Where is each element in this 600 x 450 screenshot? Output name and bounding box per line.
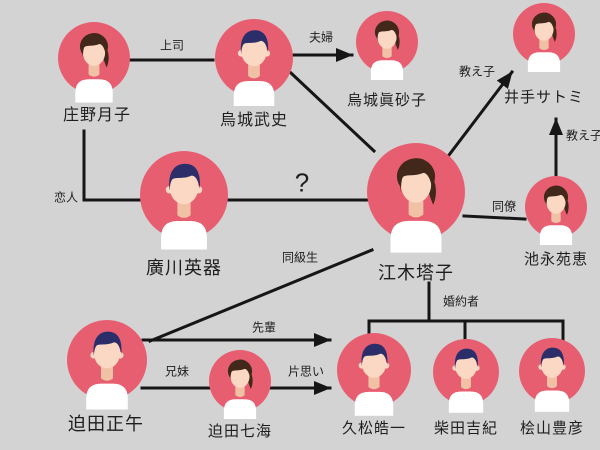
male-avatar-icon [519,338,585,412]
relationship-line-segment [82,129,142,202]
relationship-line-segment [288,70,377,154]
male-avatar-icon [140,151,228,250]
relationship-oshiego-touko [446,69,515,158]
relationship-label-kataomoi: 片思い [287,364,325,379]
relationship-label-konyakusha: 婚約者 [442,294,480,309]
relationship-doukyuusei [148,248,374,343]
female-avatar-icon [367,143,465,253]
person-sakoda-shougo[interactable] [67,320,147,410]
person-shibata-yoshinori[interactable] [433,339,499,413]
relationship-label-koibito: 恋人 [53,190,79,205]
relationship-label-douryou: 同僚 [491,199,517,214]
male-avatar-icon [215,19,293,106]
person-ujou-takeshi[interactable] [215,19,293,106]
person-ujou-masako[interactable] [356,11,418,80]
person-ide-satomi[interactable] [513,3,575,72]
relationship-line-segment [148,248,374,343]
person-name: 井手サトミ [503,89,585,106]
female-avatar-icon [356,11,418,80]
person-egi-touko[interactable] [367,143,465,253]
relationship-label-senpai: 先輩 [251,320,277,335]
person-name: 江木塔子 [378,263,454,283]
relationship-label-fuufu: 夫婦 [308,30,334,45]
male-avatar-icon [337,333,411,416]
relationship-label-oshiego-touko: 教え子 [458,64,496,79]
person-sakoda-nanami[interactable] [209,350,271,419]
relationship-douryou [462,214,527,221]
person-name: 迫田正午 [68,414,144,434]
person-name: 廣川英器 [146,258,222,278]
female-avatar-icon [58,22,130,103]
relationship-takeshi-touko [288,70,377,154]
person-name: 庄野月子 [62,107,132,124]
person-hiyama-toyohiko[interactable] [519,338,585,412]
person-ikenaga-sonoe[interactable] [525,176,587,245]
female-avatar-icon [525,176,587,245]
relationship-line-segment [462,214,527,221]
male-avatar-icon [433,339,499,413]
person-name: 烏城武史 [219,112,289,129]
person-name: 池永苑恵 [523,251,589,268]
relationship-label-doukyuusei: 同級生 [281,250,319,265]
male-avatar-icon [67,320,147,410]
person-name: 柴田吉紀 [433,420,499,437]
person-hisamatsu-kouichi[interactable] [337,333,411,416]
person-name: 桧山豊彦 [519,420,585,437]
relationship-line-segment [446,69,515,158]
person-hirokawa-eiki[interactable] [140,151,228,250]
relationship-label-oshiego-sonoe: 教え子 [565,128,600,143]
person-name: 久松皓一 [341,420,407,437]
relationship-label-unknown: ? [294,167,310,198]
female-avatar-icon [209,350,271,419]
person-name: 迫田七海 [207,423,273,440]
person-shouno-tsukiko[interactable] [58,22,130,103]
female-avatar-icon [513,3,575,72]
relationship-label-kyoudai: 兄妹 [164,364,190,379]
relationship-koibito [82,129,142,202]
relationship-label-joushi: 上司 [159,38,185,53]
person-name: 烏城眞砂子 [346,92,428,109]
